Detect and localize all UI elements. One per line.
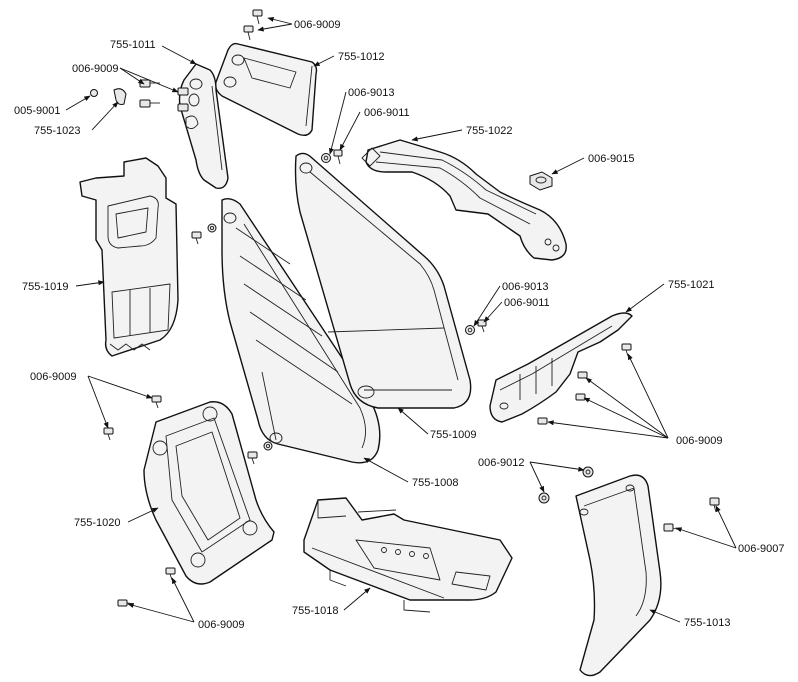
label-755-1011: 755-1011 <box>110 39 156 51</box>
part-755-1013 <box>575 474 662 677</box>
label-755-1018: 755-1018 <box>292 605 339 617</box>
label-006-9013-top: 006-9013 <box>348 87 395 99</box>
label-006-9011-top: 006-9011 <box>364 107 410 119</box>
label-006-9009-left: 006-9009 <box>72 63 119 75</box>
leader-lines <box>65 16 737 623</box>
label-006-9011-mid: 006-9011 <box>504 297 550 309</box>
part-755-1022 <box>361 139 567 261</box>
label-006-9012: 006-9012 <box>478 457 525 469</box>
label-006-9009-top: 006-9009 <box>294 19 341 31</box>
part-755-1020 <box>143 401 275 585</box>
hardware <box>90 9 720 607</box>
label-755-1019: 755-1019 <box>22 281 69 293</box>
label-005-9001: 005-9001 <box>14 105 61 117</box>
part-755-1011 <box>178 63 229 189</box>
label-006-9007: 006-9007 <box>738 543 785 555</box>
part-755-1008 <box>221 197 381 464</box>
label-755-1013: 755-1013 <box>684 617 731 629</box>
label-755-1022: 755-1022 <box>466 125 513 137</box>
label-755-1008: 755-1008 <box>412 477 459 489</box>
label-755-1020: 755-1020 <box>74 517 121 529</box>
part-755-1019 <box>79 157 179 357</box>
label-755-1021: 755-1021 <box>668 279 715 291</box>
label-006-9009-bottom: 006-9009 <box>198 619 245 631</box>
label-755-1023: 755-1023 <box>34 125 81 137</box>
part-labels: 006-9009 755-1011 755-1012 006-9009 005-… <box>14 19 785 631</box>
label-755-1012: 755-1012 <box>338 51 385 63</box>
label-006-9009-mid: 006-9009 <box>30 371 77 383</box>
part-755-1012 <box>214 42 318 137</box>
part-755-1009 <box>294 152 472 409</box>
label-006-9013-mid: 006-9013 <box>502 281 549 293</box>
label-755-1009: 755-1009 <box>430 429 477 441</box>
part-755-1021 <box>489 312 633 423</box>
label-006-9015: 006-9015 <box>588 153 635 165</box>
part-755-1018 <box>303 497 513 613</box>
label-006-9009-right: 006-9009 <box>676 435 723 447</box>
